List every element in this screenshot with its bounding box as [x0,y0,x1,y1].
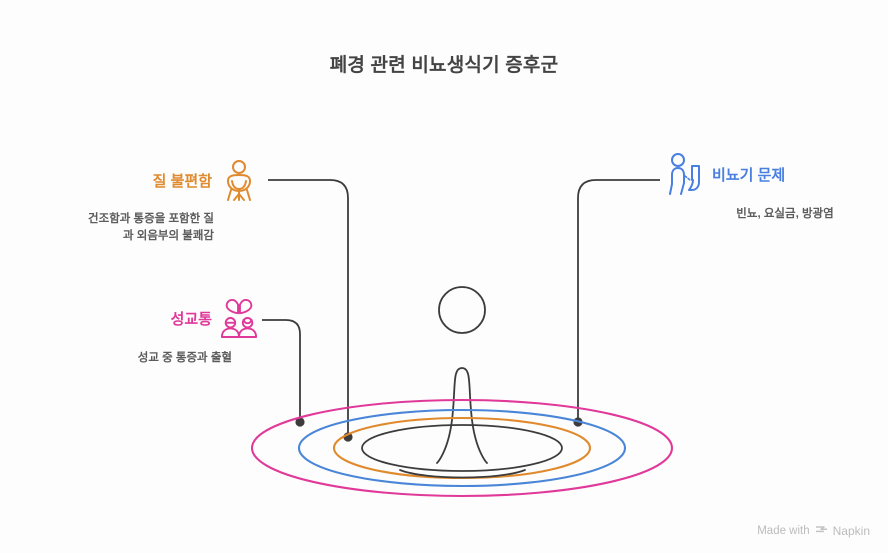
label-desc-urinary-problems: 빈뇨, 요실금, 방광염 [666,206,876,223]
splash-base-arc [399,469,526,479]
label-row-dyspareunia: 성교통 [40,296,258,340]
label-desc-line-1: 성교 중 통증과 출혈 [137,352,232,364]
connector-line-urinary-problems [577,179,660,422]
label-block-dyspareunia[interactable]: 성교통 성교 중 통증과 출혈 [40,296,258,367]
page-title: 폐경 관련 비뇨생식기 증후군 [329,55,559,76]
footer-brand-name: Napkin [832,524,870,538]
outer-pink-ring [250,398,674,498]
connector-dot-dyspareunia [295,417,305,427]
label-desc-line-2: 과 외음부의 불쾌감 [122,229,214,242]
droplet-circle [438,286,486,334]
footer-attribution: Made with Napkin [757,523,870,539]
label-block-urinary-problems[interactable]: 비뇨기 문제 빈뇨, 요실금, 방광염 [666,152,876,223]
footer-made-with-text: Made with [757,525,810,537]
blue-ring [297,408,627,488]
label-desc-dyspareunia: 성교 중 통증과 출혈 [40,350,258,367]
splash-column [436,367,488,464]
inner-dark-ring [361,424,563,472]
label-desc-line-1: 건조함과 통증을 포함한 질 [88,213,214,225]
label-block-vaginal-discomfort[interactable]: 질 불편함 건조함과 통증을 포함한 질 과 외음부의 불쾌감 [18,158,258,244]
napkin-logo-icon [815,523,828,539]
person-toilet-icon [666,152,704,196]
label-row-urinary-problems: 비뇨기 문제 [666,152,876,196]
person-pelvis-icon [220,158,258,202]
label-desc-vaginal-discomfort: 건조함과 통증을 포함한 질 과 외음부의 불쾌감 [18,211,258,244]
label-title-dyspareunia: 성교통 [170,310,212,328]
connector-line-vaginal-discomfort [268,179,349,437]
label-title-vaginal-discomfort: 질 불편함 [152,172,212,190]
connector-line-dyspareunia [262,319,301,422]
couple-broken-heart-icon [220,296,258,340]
orange-ring [332,416,592,480]
label-desc-line-1: 빈뇨, 요실금, 방광염 [736,208,834,220]
label-row-vaginal-discomfort: 질 불편함 [18,158,258,202]
label-title-urinary-problems: 비뇨기 문제 [712,166,786,184]
